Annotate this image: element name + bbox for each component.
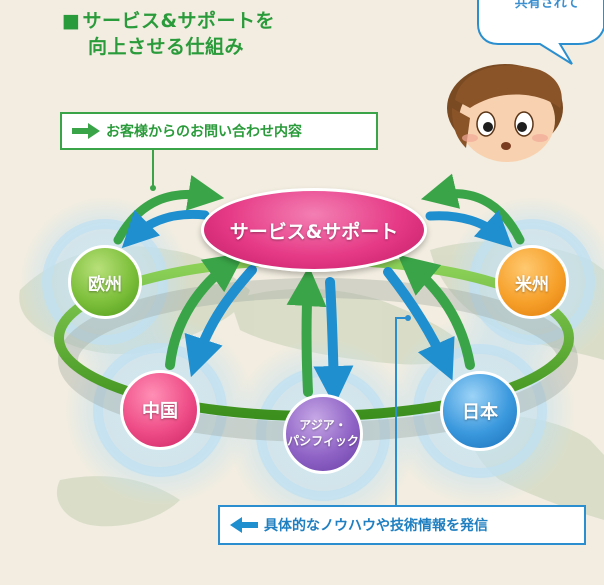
arrow-asia-inquiry [286, 266, 327, 397]
arrow-usa-knowhow [425, 210, 513, 248]
character-face-icon [447, 64, 563, 162]
node-usa: 米州 [495, 245, 569, 319]
node-china: 中国 [120, 370, 200, 450]
speech-bubble-text: 共有されて [514, 0, 580, 11]
node-asia-line-1: アジア・ [299, 418, 347, 433]
legend-inquiry-label: お客様からのお問い合わせ内容 [106, 124, 302, 140]
green-right-arrow-icon [72, 123, 100, 139]
node-asia-line-2: パシフィック [287, 434, 359, 448]
title-line-1: ■サービス&サポートを [62, 6, 275, 33]
node-europe: 欧州 [68, 245, 142, 319]
arrow-japan-inquiry [397, 254, 475, 370]
blue-left-arrow-icon [230, 517, 258, 533]
speech-bubble [477, 0, 604, 65]
arrow-europe-knowhow [121, 209, 210, 249]
arrow-china-knowhow [184, 265, 257, 378]
hub-service-support: サービス&サポート [201, 188, 427, 272]
title-line-2: 向上させる仕組み [88, 36, 245, 58]
arrow-japan-knowhow [383, 267, 455, 381]
legend-knowhow-label: 具体的なノウハウや技術情報を発信 [264, 518, 488, 534]
arrow-asia-knowhow [313, 277, 354, 406]
square-bullet-icon: ■ [62, 10, 81, 32]
node-japan: 日本 [440, 371, 520, 451]
node-asia-pacific: アジア・ パシフィック [283, 394, 363, 474]
title-text-1: サービス&サポートを [82, 10, 276, 32]
legend-inquiry: お客様からのお問い合わせ内容 [60, 112, 378, 150]
flow-arrows [113, 173, 525, 406]
legend-knowhow: 具体的なノウハウや技術情報を発信 [218, 505, 586, 545]
arrow-usa-inquiry [420, 173, 525, 245]
arrow-china-inquiry [165, 252, 245, 370]
